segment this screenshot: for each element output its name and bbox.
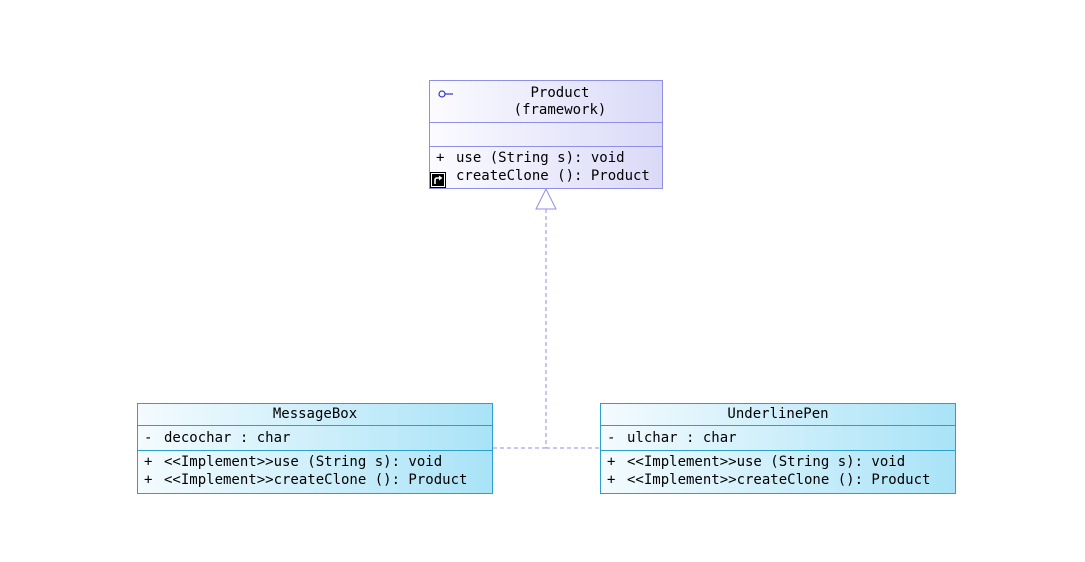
underlinepen-header: UnderlinePen <box>601 404 955 426</box>
visibility-marker: + <box>607 472 616 488</box>
visibility-marker: + <box>607 454 616 470</box>
visibility-marker: - <box>144 430 153 446</box>
underlinepen-operation-use: + <<Implement>>use (String s): void <box>607 453 905 471</box>
operation-signature: <<Implement>>createClone (): Product <box>627 472 931 488</box>
product-attributes-section <box>430 123 662 147</box>
operation-signature: <<Implement>>use (String s): void <box>627 454 906 470</box>
messagebox-header: MessageBox <box>138 404 492 426</box>
product-class-name: Product <box>530 85 590 101</box>
product-operations-section: + use (String s): void createClone (): Pr… <box>430 147 662 188</box>
visibility-marker: + <box>436 150 445 166</box>
product-header: Product (framework) <box>430 81 662 123</box>
attribute-signature: decochar : char <box>164 430 291 446</box>
operation-signature: <<Implement>>createClone (): Product <box>164 472 468 488</box>
interface-lollipop-icon <box>438 90 453 98</box>
visibility-marker: + <box>144 472 153 488</box>
underlinepen-class-box[interactable]: UnderlinePen -ulchar : char + <<Implement… <box>600 403 956 494</box>
product-interface-box[interactable]: Product (framework) + use (String s): voi… <box>429 80 663 189</box>
messagebox-operation-createclone: + <<Implement>>createClone (): Product <box>144 471 467 489</box>
underlinepen-operation-createclone: + <<Implement>>createClone (): Product <box>607 471 930 489</box>
messagebox-class-name: MessageBox <box>272 406 358 422</box>
underlinepen-attributes-section: -ulchar : char <box>601 426 955 451</box>
operation-signature: <<Implement>>use (String s): void <box>164 454 443 470</box>
product-operation-createclone: createClone (): Product <box>436 167 650 185</box>
messagebox-attributes-section: -decochar : char <box>138 426 492 451</box>
messagebox-operation-use: + <<Implement>>use (String s): void <box>144 453 442 471</box>
product-operation-use: + use (String s): void <box>436 149 625 167</box>
visibility-marker: + <box>144 454 153 470</box>
product-stereotype: (framework) <box>513 102 607 118</box>
visibility-marker: - <box>607 430 616 446</box>
underlinepen-attribute-ulchar: -ulchar : char <box>607 429 737 447</box>
realization-arrowhead <box>535 187 557 210</box>
messagebox-operations-section: + <<Implement>>use (String s): void + <<Im… <box>138 451 492 493</box>
underlinepen-operations-section: + <<Implement>>use (String s): void + <<Im… <box>601 451 955 493</box>
operation-signature: createClone (): Product <box>456 168 650 184</box>
messagebox-class-box[interactable]: MessageBox -decochar : char + <<Implement… <box>137 403 493 494</box>
underlinepen-class-name: UnderlinePen <box>727 406 829 422</box>
operation-signature: use (String s): void <box>456 150 625 166</box>
attribute-signature: ulchar : char <box>627 430 737 446</box>
messagebox-attribute-decochar: -decochar : char <box>144 429 290 447</box>
shortcut-arrow-icon <box>430 172 446 188</box>
